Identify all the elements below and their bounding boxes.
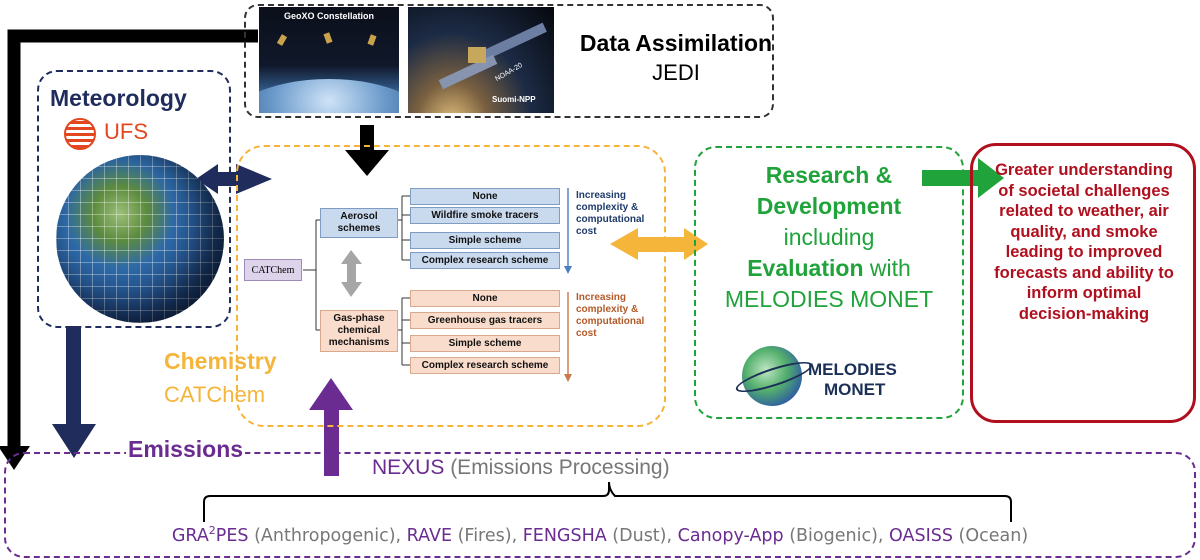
logo-melodies: MELODIES — [808, 360, 897, 379]
gas-option-simple: Simple scheme — [410, 335, 560, 352]
gra2pes-post: PES — [215, 525, 249, 546]
evaluation-word: Evaluation — [747, 255, 864, 281]
source-oasiss-desc: (Ocean) — [952, 525, 1029, 546]
outcome-box — [970, 143, 1196, 423]
jedi-label: JEDI — [652, 60, 700, 85]
feedback-line — [7, 29, 258, 448]
chemistry-box — [236, 145, 666, 427]
logo-monet: MONET — [824, 380, 886, 399]
met-chem-head-left — [196, 164, 218, 194]
aerosol-option-complex: Complex research scheme — [410, 252, 560, 269]
gas-branches — [398, 297, 410, 366]
aerosol-option-none: None — [410, 188, 560, 205]
research-box — [694, 146, 964, 419]
gas-option-complex: Complex research scheme — [410, 357, 560, 374]
geoxo-caption: GeoXO Constellation — [283, 11, 374, 21]
gray-arrow-shaft — [347, 262, 356, 284]
chemistry-title: Chemistry — [164, 348, 277, 374]
emissions-title: Emissions — [126, 436, 246, 463]
nexus-line: NEXUS (Emissions Processing) — [372, 456, 670, 480]
chem-rd-shaft — [634, 237, 688, 252]
source-gra2pes: GRA2PES — [171, 524, 249, 546]
aerosol-complexity-note: Increasing complexity & computational co… — [576, 190, 645, 237]
data-assimilation-box — [244, 4, 774, 118]
meteorology-box — [37, 70, 231, 328]
met-to-emis-shaft — [66, 326, 81, 426]
aerosol-option-wildfire: Wildfire smoke tracers — [410, 207, 560, 224]
nexus-desc: (Emissions Processing) — [444, 456, 670, 479]
da-to-chem-head — [345, 150, 389, 176]
globe-image — [56, 155, 224, 323]
ufs-label: UFS — [104, 119, 148, 144]
catchem-tree — [303, 219, 320, 331]
melodies-monet-logo: MELODIES MONET — [733, 338, 914, 410]
met-to-emis-head — [52, 424, 96, 458]
gas-option-none: None — [410, 290, 560, 307]
gas-phase-box: Gas-phase chemical mechanisms — [320, 310, 398, 352]
source-rave-desc: (Fires), — [452, 525, 523, 546]
globe-dots-icon — [742, 346, 802, 406]
source-gra2pes-desc: (Anthropogenic), — [248, 525, 407, 546]
research-line4: Evaluation with — [694, 253, 964, 284]
source-fengsha-desc: (Dust), — [606, 525, 678, 546]
suomi-label: Suomi-NPP — [492, 95, 536, 104]
met-chem-shaft — [214, 172, 238, 186]
emissions-box — [4, 452, 1196, 558]
research-line5: MELODIES MONET — [724, 286, 934, 312]
research-line2: Development — [756, 193, 902, 219]
chem-rd-head-right — [684, 228, 708, 260]
research-line3: including — [783, 224, 875, 250]
research-text: Research & Development including Evaluat… — [694, 160, 964, 315]
ufs-logo-icon — [64, 118, 96, 150]
polar-satellite-image: NOAA-20 Suomi-NPP — [408, 7, 554, 113]
gra2pes-sup: 2 — [208, 524, 216, 537]
aerosol-branches — [398, 195, 410, 261]
data-assimilation-title: Data Assimilation — [579, 30, 773, 56]
rd-to-outcome-shaft — [922, 170, 982, 186]
gas-option-ghg: Greenhouse gas tracers — [410, 312, 560, 329]
source-fengsha: FENGSHA — [522, 525, 607, 546]
gas-complexity-note: Increasing complexity & computational co… — [576, 292, 645, 339]
meteorology-title: Meteorology — [50, 85, 187, 111]
chem-rd-head-left — [610, 228, 638, 260]
source-oasiss: OASISS — [889, 525, 953, 546]
nexus-brace — [203, 481, 1012, 522]
emis-to-chem-head — [309, 378, 353, 410]
noaa20-label: NOAA-20 — [494, 61, 524, 84]
catchem-root-label: CATChem — [244, 259, 302, 281]
with-word: with — [863, 255, 911, 281]
research-line1: Research & — [765, 162, 893, 188]
nexus-label: NEXUS — [372, 456, 445, 479]
source-canopy: Canopy-App — [677, 525, 784, 546]
outcome-text: Greater understanding of societal challe… — [994, 161, 1174, 323]
geoxo-image: GeoXO Constellation — [259, 7, 399, 113]
gray-arrow-head-down — [341, 282, 362, 297]
gray-arrow-head-up — [341, 250, 362, 264]
aerosol-schemes-box: Aerosol schemes — [320, 208, 398, 238]
chemistry-subtitle: CATChem — [164, 382, 266, 407]
source-rave: RAVE — [406, 525, 453, 546]
aerosol-option-simple: Simple scheme — [410, 232, 560, 249]
emissions-sources: GRA2PES (Anthropogenic), RAVE (Fires), F… — [20, 524, 1180, 546]
gra2pes-pre: GRA — [171, 525, 209, 546]
source-canopy-desc: (Biogenic), — [783, 525, 890, 546]
